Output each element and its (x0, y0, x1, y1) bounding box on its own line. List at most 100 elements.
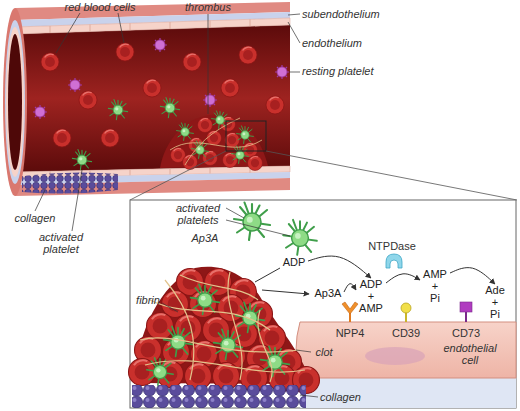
blood-vessel (3, 2, 290, 196)
enzyme-symbol (465, 312, 467, 322)
blood-vessel (15, 18, 290, 34)
molecule-node: ADP (280, 256, 308, 268)
part-label: resting platelet (302, 65, 412, 77)
inset-panel (130, 200, 516, 408)
endothelial-cell (296, 322, 516, 378)
resting-platelet (33, 38, 289, 119)
enzyme-label: NPP4 (335, 327, 365, 339)
molecule-node: Ap3A (312, 287, 344, 299)
activated-platelet (234, 203, 317, 255)
part-label: collagen (5, 212, 65, 224)
endothelial-cell (300, 378, 516, 408)
thrombus (223, 153, 238, 168)
resting-platelet (203, 93, 217, 107)
red-blood-cell (101, 129, 119, 147)
clot (147, 313, 174, 340)
resting-platelet (275, 65, 289, 79)
red-blood-cell (183, 53, 201, 71)
thrombus (170, 118, 262, 165)
enzyme-label: CD39 (391, 327, 421, 339)
molecule-node: Ade + Pi (480, 284, 510, 320)
red-blood-cell (116, 43, 134, 61)
red-blood-cell (53, 129, 71, 147)
part-label: activated platelet (35, 231, 87, 255)
thrombus (160, 111, 268, 171)
part-label: collagen (320, 391, 370, 403)
activated-platelet (108, 100, 127, 120)
red-blood-cell (79, 91, 97, 109)
resting-platelet (68, 78, 82, 92)
clot (236, 302, 265, 332)
thrombus (198, 118, 213, 133)
reaction-arrow (450, 268, 495, 284)
red-blood-cell (41, 53, 59, 71)
enzyme-label: CD73 (451, 327, 481, 339)
part-label: subendothelium (302, 8, 402, 20)
resting-platelet (33, 105, 47, 119)
blood-vessel (15, 25, 290, 172)
leader-line (35, 13, 300, 231)
collagen-fibers (22, 172, 118, 193)
collagen-fibers (132, 385, 306, 408)
part-label: fibrin (133, 294, 163, 306)
release-arrow (255, 268, 309, 294)
reaction-arrow (344, 284, 356, 292)
enzyme-symbol (386, 254, 402, 268)
red-blood-cell (239, 46, 257, 64)
zoom-marker (130, 121, 517, 200)
reaction-arrow (386, 274, 420, 283)
blood-vessel (5, 20, 25, 184)
thrombus (225, 133, 240, 148)
zoom-marker (130, 151, 517, 200)
enzyme-symbol (342, 302, 358, 314)
activated-platelet (283, 220, 317, 255)
release-arrow (255, 268, 309, 294)
thrombus (248, 156, 263, 171)
part-label: activated platelets (170, 202, 226, 226)
clot (129, 359, 156, 386)
molecule-name: Ade + Pi (480, 284, 510, 320)
inset-panel (130, 200, 516, 408)
thrombus (203, 151, 218, 166)
leader-line (162, 208, 318, 397)
activated-platelet (72, 150, 91, 170)
molecule-name: Ap3A (312, 287, 344, 299)
thrombus (177, 123, 194, 140)
molecule-node: AMP + Pi (420, 268, 450, 304)
activated-platelet (234, 203, 270, 241)
enzyme-symbol (401, 303, 411, 313)
leader-line (35, 13, 300, 231)
part-label: red blood cells (50, 1, 150, 13)
part-label: Ap3A (185, 232, 225, 244)
zoom-marker (226, 121, 266, 151)
blood-vessel (50, 19, 250, 33)
blood-vessel (3, 8, 27, 196)
molecule-name: ADP (280, 256, 308, 268)
endothelial-cell (296, 322, 516, 408)
thrombus (237, 126, 254, 143)
collagen-fibers (132, 385, 306, 408)
part-label: thrombus (180, 1, 236, 13)
leader-line (162, 208, 318, 397)
enzyme-symbol (405, 312, 407, 322)
part-label: endothelium (302, 37, 402, 49)
thrombus (232, 146, 249, 164)
activated-platelet (160, 98, 179, 118)
blood-vessel (8, 34, 22, 170)
red-blood-cell (266, 96, 284, 114)
clot (214, 329, 243, 359)
endothelial-cell (365, 347, 425, 365)
red-blood-cell (41, 43, 284, 147)
red-blood-cell (221, 79, 239, 97)
fibrin-strand (140, 272, 305, 382)
red-blood-cell (143, 79, 161, 97)
molecule-name: ADP + AMP (356, 278, 386, 314)
molecule-name: AMP + Pi (420, 268, 450, 304)
part-label: endothelial cell (440, 342, 500, 366)
enzyme-label: NTPDase (362, 240, 422, 252)
clot (129, 267, 320, 394)
enzyme-symbol (460, 302, 472, 312)
